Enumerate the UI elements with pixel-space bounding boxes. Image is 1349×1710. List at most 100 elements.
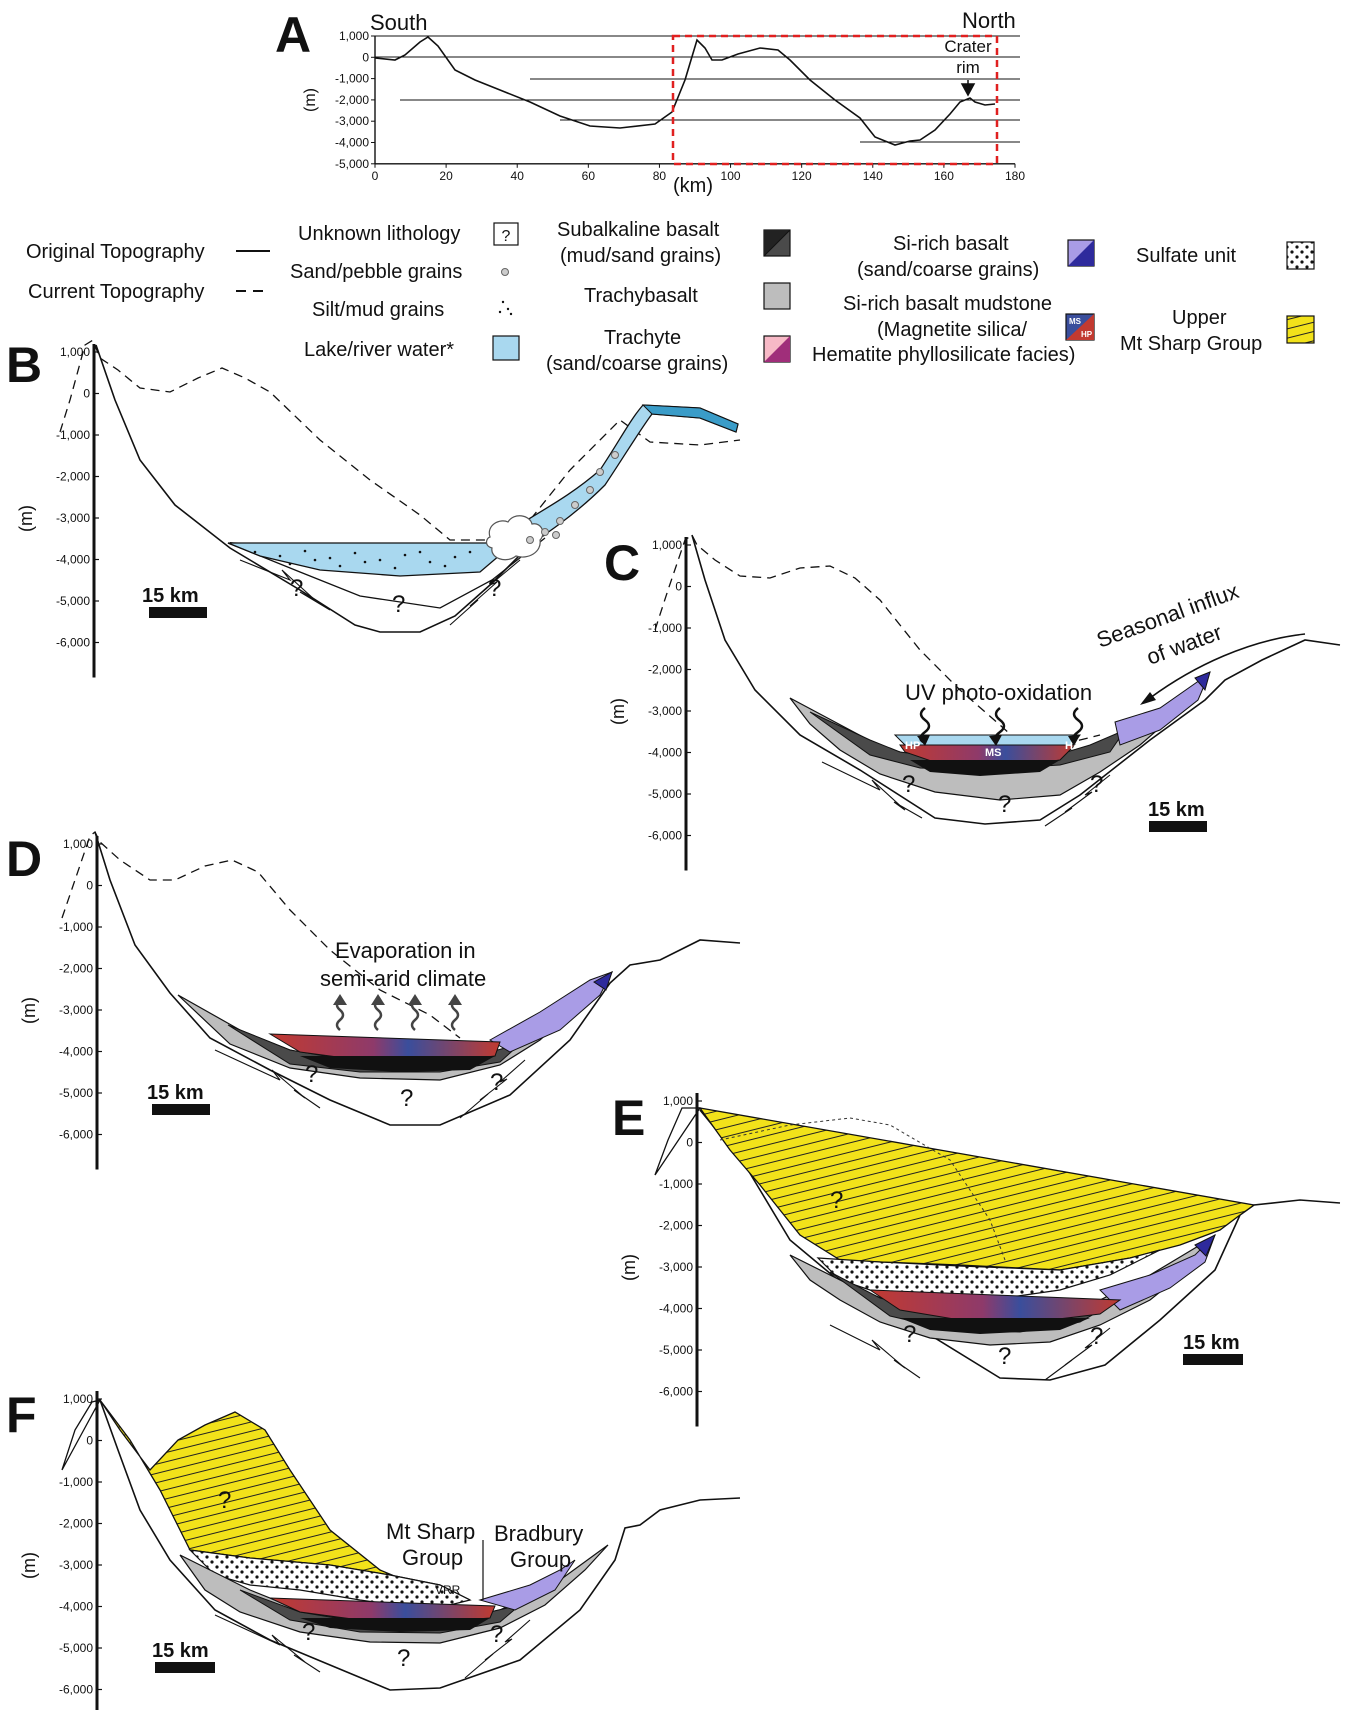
panel-d-basin-outline [94,831,741,1126]
silt-dot [253,550,257,554]
panel-e-upper-mt-sharp [698,1107,1256,1271]
panel-f-vrr-label: VRR [435,1583,461,1597]
legend-mudstone-1: Si-rich basalt mudstone [843,293,1052,315]
legend-upper-2: Mt Sharp Group [1120,333,1262,355]
legend-trachyte-2: (sand/coarse grains) [546,353,728,375]
section-y-tick-label: -5,000 [56,594,90,608]
panel-f-mtsharp-2: Group [402,1545,463,1570]
section-y-tick-label: -1,000 [59,920,93,934]
legend-trachyte-swatch [763,335,791,363]
panel-c-hp-right: HP [1065,740,1080,752]
panel-c-uv-wavy-arrows [917,707,1084,746]
section-y-axis-unit: (m) [19,1552,39,1579]
legend-unknown-symbol: ? [502,228,511,245]
silt-dot [328,556,332,560]
panel-e-question-3: ? [1090,1323,1103,1350]
silt-dot [443,564,447,568]
panel-f-axis: 1,0000-1,000-2,000-3,000-4,000-5,000-6,0… [19,1391,102,1710]
panel-e-question-upper: ? [830,1187,843,1214]
silt-dot [353,551,357,555]
panel-f-letter: F [6,1387,37,1443]
silt-dot [393,566,397,570]
profile-y-tick-label: 0 [362,50,369,64]
panel-b-fault-left [239,559,331,611]
legend-hp-label: HP [1081,330,1093,339]
panel-c-influx-arrowhead-icon [1140,692,1156,705]
section-y-tick-label: 1,000 [60,345,90,359]
panel-a-letter: A [275,7,311,63]
profile-x-tick-label: 40 [511,169,525,183]
legend-unknown-swatch [493,222,519,246]
section-y-tick-label: -2,000 [648,663,682,677]
legend-lake-swatch [492,335,520,361]
profile-x-tick-label: 180 [1005,169,1025,183]
section-y-tick-label: -4,000 [59,1045,93,1059]
profile-x-tick-label: 120 [792,169,812,183]
section-y-tick-label: -2,000 [56,470,90,484]
section-y-tick-label: -3,000 [56,511,90,525]
section-y-tick-label: -2,000 [59,962,93,976]
panel-f-question-3: ? [490,1621,503,1648]
legend-original-topography: Original Topography [26,241,205,263]
section-y-tick-label: 0 [675,580,682,594]
profile-y-tick-label: -1,000 [335,72,369,86]
panel-b-basin-inner [227,537,546,609]
panel-e-sirich [1099,1234,1216,1311]
section-y-tick-label: 0 [86,1434,93,1448]
panel-d-sirich [489,971,614,1053]
section-y-tick-label: -3,000 [59,1003,93,1017]
panel-f-mtsharp-1: Mt Sharp [386,1519,475,1544]
legend-unknown-lithology: Unknown lithology [298,223,460,245]
crater-rim-arrow-icon [960,80,976,97]
section-y-tick-label: -5,000 [59,1086,93,1100]
profile-y-tick-label: -5,000 [335,157,369,171]
panel-e-axis: 1,0000-1,000-2,000-3,000-4,000-5,000-6,0… [619,1093,702,1427]
section-y-tick-label: -1,000 [659,1177,693,1191]
panel-d-axis: 1,0000-1,000-2,000-3,000-4,000-5,000-6,0… [19,836,102,1170]
legend-trachybasalt-swatch [763,282,791,310]
panel-c-axis: 1,0000-1,000-2,000-3,000-4,000-5,000-6,0… [608,537,691,871]
silt-dot [378,558,382,562]
legend-silt-mud: Silt/mud grains [312,299,444,321]
legend-subalkaline-1: Subalkaline basalt [557,219,720,241]
legend-sulfate: Sulfate unit [1136,245,1237,267]
panel-c-ms: MS [985,747,1002,759]
silt-dot [418,550,422,554]
panel-c-influx-arrow [1149,633,1306,699]
section-y-tick-label: -3,000 [659,1260,693,1274]
profile-x-tick-label: 160 [934,169,954,183]
silt-dot [403,553,407,557]
silt-dot [278,554,282,558]
profile-x-tick-label: 60 [582,169,596,183]
legend-sirich-swatch [1067,239,1095,267]
section-y-tick-label: 0 [686,1136,693,1150]
panel-e-question-1: ? [903,1321,916,1348]
panel-b-question-1: ? [290,575,303,602]
section-y-tick-label: -5,000 [59,1641,93,1655]
legend-upper-swatch [1286,315,1315,344]
legend-lake-water: Lake/river water* [304,339,454,361]
panel-c-letter: C [604,535,640,591]
legend-mudstone-swatch: MS HP [1065,313,1095,341]
panel-d-fault-right [459,1059,526,1119]
panel-f-scale-bar [155,1662,215,1673]
panel-f-basin-outline [99,1399,741,1691]
section-y-tick-label: 1,000 [63,1392,93,1406]
silt-dot [288,562,292,566]
silt-dot [313,558,317,562]
panel-e-letter: E [612,1090,645,1146]
panel-f-fault-right [464,1619,531,1679]
panel-f-question-upper: ? [218,1487,231,1514]
panel-b-letter: B [6,337,42,393]
legend-mudstone-3: Hematite phyllosilicate facies) [812,344,1075,366]
section-y-tick-label: 1,000 [663,1094,693,1108]
silt-dot [363,560,367,564]
profile-south-label: South [370,10,428,35]
crater-rim-label-2: rim [956,58,980,77]
panel-f-dark-layer [300,1618,490,1632]
panel-d-question-3: ? [490,1069,503,1096]
profile-x-tick-label: 100 [721,169,741,183]
panel-c-question-2: ? [998,791,1011,818]
section-y-tick-label: -4,000 [59,1600,93,1614]
